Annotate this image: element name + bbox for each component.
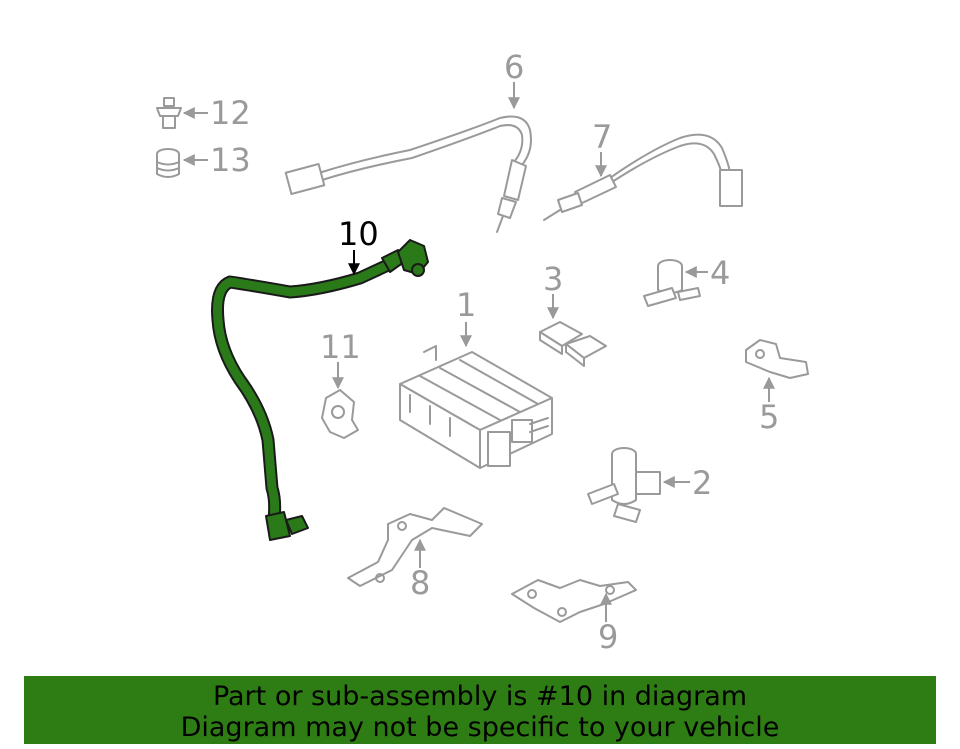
part-2-valve[interactable]: 2 xyxy=(587,447,712,523)
callout-8: 8 xyxy=(410,564,430,602)
callout-3: 3 xyxy=(543,260,563,298)
banner-line-1: Part or sub-assembly is #10 in diagram xyxy=(212,681,748,712)
part-8-bracket[interactable]: 8 xyxy=(347,507,483,602)
part-1-canister[interactable]: 1 xyxy=(399,286,553,469)
callout-7: 7 xyxy=(592,118,612,156)
notice-banner: Part or sub-assembly is #10 in diagram D… xyxy=(24,676,936,744)
callout-11: 11 xyxy=(320,328,361,366)
callout-1: 1 xyxy=(456,286,476,324)
callout-5: 5 xyxy=(759,398,779,436)
part-10-hose[interactable]: 10 xyxy=(211,215,429,541)
part-9-bracket[interactable]: 9 xyxy=(511,579,637,656)
part-13-grommet[interactable]: 13 xyxy=(156,141,251,179)
callout-6: 6 xyxy=(504,48,524,86)
callout-13: 13 xyxy=(210,141,251,179)
banner-line-2: Diagram may not be specific to your vehi… xyxy=(180,712,780,743)
callout-12: 12 xyxy=(210,94,251,132)
callout-2: 2 xyxy=(692,464,712,502)
part-4-valve[interactable]: 4 xyxy=(643,254,730,307)
part-3-sensor[interactable]: 3 xyxy=(539,260,607,367)
callout-4: 4 xyxy=(710,254,730,292)
parts-diagram: 12 13 6 7 10 xyxy=(156,48,809,656)
callout-10: 10 xyxy=(338,215,379,253)
part-11-connector[interactable]: 11 xyxy=(320,328,361,439)
callout-9: 9 xyxy=(598,618,618,656)
part-6-oxygen-sensor[interactable]: 6 xyxy=(284,48,532,233)
part-5-valve[interactable]: 5 xyxy=(745,339,809,436)
part-7-oxygen-sensor[interactable]: 7 xyxy=(543,118,743,221)
part-12-clip[interactable]: 12 xyxy=(156,94,251,132)
